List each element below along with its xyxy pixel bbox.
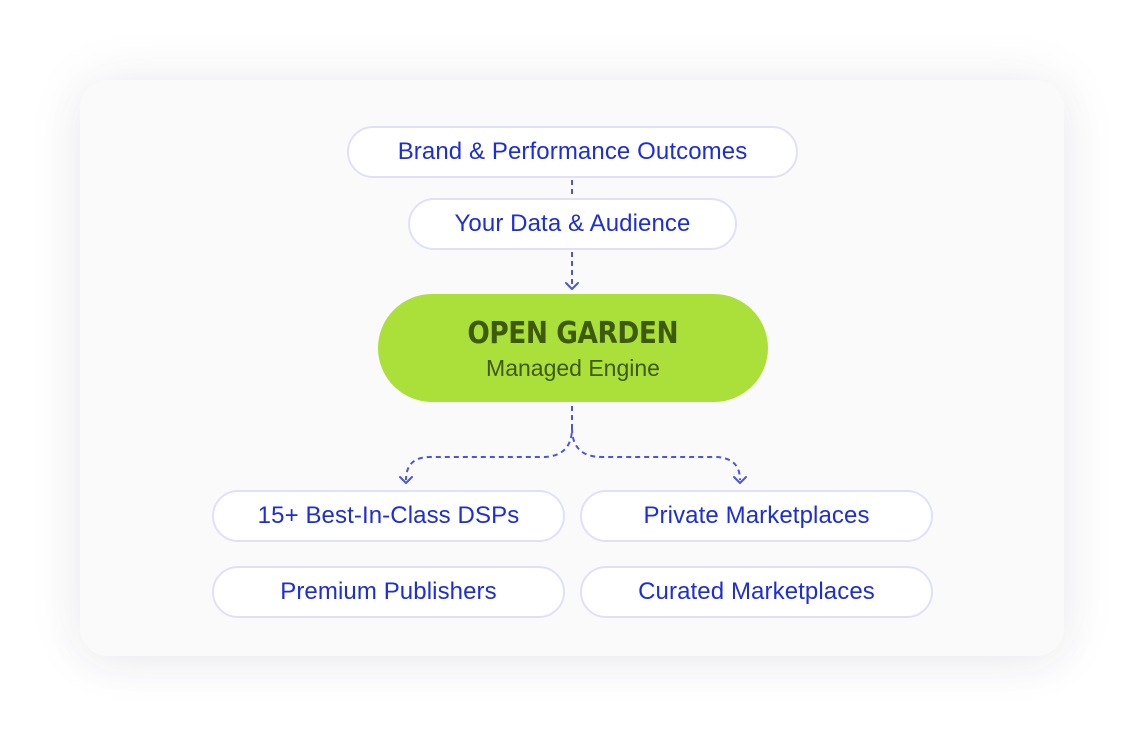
engine-title: OPEN GARDEN — [467, 316, 679, 351]
arrow-head-left — [399, 476, 413, 484]
node-private-marketplaces: Private Marketplaces — [580, 490, 933, 542]
node-premium-publishers: Premium Publishers — [212, 566, 565, 618]
node-brand-performance-outcomes: Brand & Performance Outcomes — [347, 126, 798, 178]
node-label: 15+ Best-In-Class DSPs — [257, 502, 520, 529]
node-curated-marketplaces: Curated Marketplaces — [580, 566, 933, 618]
engine-subtitle: Managed Engine — [486, 355, 660, 381]
node-label: Curated Marketplaces — [638, 578, 875, 605]
engine-node: OPEN GARDEN Managed Engine — [378, 294, 768, 402]
node-label: Private Marketplaces — [643, 502, 870, 529]
connector-engine-to-left — [405, 406, 573, 481]
arrow-head-right — [733, 476, 747, 484]
arrow-head-engine — [565, 282, 579, 290]
connector-engine-to-right — [571, 427, 741, 481]
node-label: Brand & Performance Outcomes — [397, 138, 748, 165]
node-best-in-class-dsps: 15+ Best-In-Class DSPs — [212, 490, 565, 542]
node-label: Your Data & Audience — [454, 210, 691, 237]
node-your-data-audience: Your Data & Audience — [408, 198, 737, 250]
node-label: Premium Publishers — [280, 578, 497, 605]
